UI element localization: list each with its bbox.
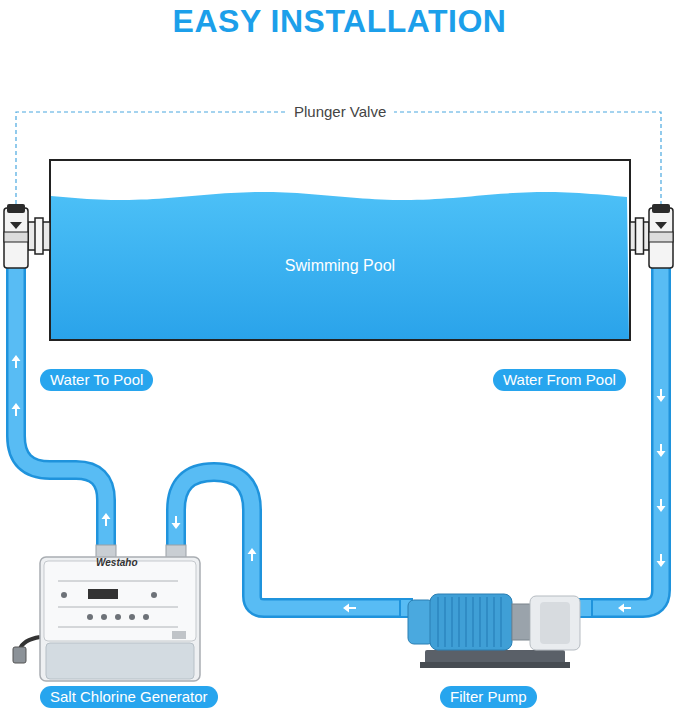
salt-chlorine-generator-part — [58, 627, 178, 628]
filter-pump-part — [500, 597, 502, 647]
flow-label: Water To Pool — [40, 369, 153, 391]
pipe-wall — [176, 472, 400, 608]
swimming-pool-part — [4, 208, 28, 268]
device-label: Salt Chlorine Generator — [40, 686, 218, 708]
flow-arrow — [102, 513, 111, 526]
device-label: Filter Pump — [440, 686, 537, 708]
swimming-pool-part — [7, 204, 25, 213]
filter-pump-part — [437, 597, 439, 647]
swimming-pool-part — [10, 222, 22, 229]
swimming-pool-part — [636, 218, 644, 254]
flow-arrow — [248, 548, 257, 561]
salt-chlorine-generator: Salt Chlorine Generator — [38, 545, 250, 709]
swimming-pool-part — [649, 208, 673, 268]
filter-pump-part — [512, 604, 530, 640]
pool-label: Swimming Pool — [50, 256, 630, 276]
flow-arrow — [657, 389, 666, 402]
swimming-pool-part — [4, 232, 28, 242]
salt-chlorine-generator-part — [46, 643, 194, 679]
flow-arrow — [343, 604, 356, 613]
filter-pump-part — [451, 597, 453, 647]
salt-chlorine-generator-part — [88, 589, 118, 599]
salt-chlorine-generator-part — [115, 614, 121, 620]
salt-chlorine-generator-part — [58, 581, 178, 582]
valve-label: Plunger Valve — [286, 103, 394, 121]
salt-chlorine-generator-part — [129, 614, 135, 620]
salt-chlorine-generator-art — [38, 545, 250, 685]
salt-chlorine-generator-part — [101, 614, 107, 620]
swimming-pool-part — [6, 266, 26, 342]
title: EASY INSTALLATION — [0, 2, 679, 40]
flow-arrow — [12, 355, 21, 368]
filter-pump-part — [479, 597, 481, 647]
filter-pump-part — [540, 602, 570, 644]
salt-chlorine-generator-part — [87, 614, 93, 620]
brand-mark: Westaho — [96, 557, 138, 569]
filter-pump-part — [486, 597, 488, 647]
filter-pump-part — [444, 597, 446, 647]
pipe-water — [176, 472, 400, 608]
flow-arrow — [657, 444, 666, 457]
swimming-pool: Swimming Pool — [2, 158, 677, 342]
filter-pump-part — [493, 597, 495, 647]
filter-pump-part — [420, 662, 570, 668]
flow-arrow — [657, 499, 666, 512]
salt-chlorine-generator-part — [143, 614, 149, 620]
salt-chlorine-generator-part — [61, 592, 67, 598]
filter-pump-part — [465, 597, 467, 647]
swimming-pool-part — [649, 232, 673, 242]
filter-pump-part — [458, 597, 460, 647]
filter-pump-part — [472, 597, 474, 647]
swimming-pool-part — [651, 266, 671, 342]
water-pipe — [172, 472, 401, 613]
swimming-pool-part — [652, 204, 670, 213]
salt-chlorine-generator-part — [151, 592, 157, 598]
flow-arrow — [618, 604, 631, 613]
flow-arrow — [657, 554, 666, 567]
flow-arrow — [172, 516, 181, 529]
salt-chlorine-generator-part — [44, 561, 196, 641]
salt-chlorine-generator-part — [58, 607, 178, 608]
swimming-pool-part — [51, 192, 629, 339]
filter-pump-part — [430, 594, 512, 650]
filter-pump-part — [425, 650, 565, 664]
swimming-pool-art — [2, 158, 677, 342]
flow-label: Water From Pool — [493, 369, 626, 391]
swimming-pool-part — [654, 266, 669, 342]
filter-pump-part — [530, 596, 580, 650]
swimming-pool-part — [50, 160, 630, 340]
salt-chlorine-generator-part — [13, 647, 26, 663]
salt-chlorine-generator-part — [172, 631, 186, 639]
swimming-pool-part — [50, 160, 630, 340]
salt-chlorine-generator-part — [40, 557, 200, 681]
swimming-pool-part — [35, 218, 43, 254]
filter-pump: Filter Pump — [400, 588, 592, 709]
swimming-pool-part — [655, 222, 667, 229]
swimming-pool-part — [9, 266, 24, 342]
flow-arrow — [12, 403, 21, 416]
filter-pump-art — [400, 588, 592, 678]
